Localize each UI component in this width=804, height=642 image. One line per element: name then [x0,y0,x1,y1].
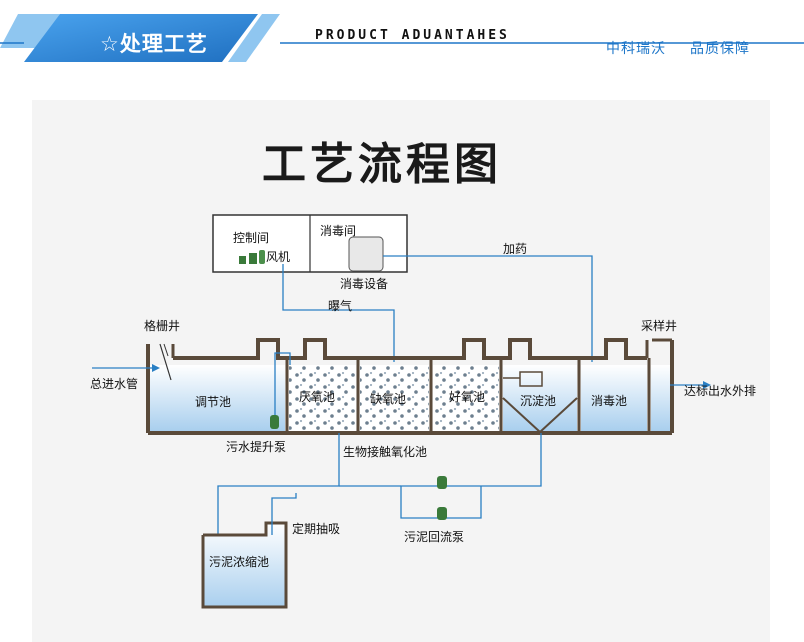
dosing-label: 加药 [503,242,528,256]
star-outline-icon: ☆ [100,32,120,56]
sludge-thickener-tank [201,521,288,609]
influent-arrow-icon [152,364,160,372]
sludge-line [217,433,340,535]
disinfection-room-label: 消毒间 [320,224,357,238]
effluent-arrow-icon [703,381,711,389]
disinfection-tank-label: 消毒池 [591,394,628,408]
sampling-well-label: 采样井 [641,319,678,333]
main-tank [146,338,674,435]
sludge-return-line [400,433,542,519]
disinfection-equipment-label: 消毒设备 [340,277,389,291]
aeration-label: 曝气 [328,299,353,313]
screen-well-label: 格栅井 [144,319,181,333]
periodic-pumping-label: 定期抽吸 [292,522,341,536]
aerobic-tank [433,365,499,431]
disinfection-tank [581,365,647,431]
blower-icon [239,250,265,264]
anaerobic-tank-label: 厌氧池 [299,390,336,404]
anoxic-tank [360,365,429,431]
lift-pump-label: 污水提升泵 [226,440,287,454]
aerobic-tank-label: 好氧池 [449,390,486,404]
sludge-return-pump-label: 污泥回流泵 [404,530,465,544]
periodic-pumping-line [271,493,297,535]
advantages-caption: PRODUCT ADUANTAHES [315,28,510,43]
equalization-tank [150,365,285,431]
equalization-tank-label: 调节池 [195,395,232,409]
brand-name: 中科瑞沃 [606,41,666,57]
effluent-label: 达标出水外排 [684,384,757,398]
control-room-label: 控制间 [233,231,270,245]
section-title: ☆处理工艺 [100,32,208,56]
anoxic-tank-label: 缺氧池 [370,392,407,406]
lift-pump-icon [270,415,279,429]
anaerobic-tank [289,365,356,431]
header-banner [0,14,804,62]
screen-bar [159,343,172,381]
sedimentation-tank [503,365,577,431]
banner-deco-right [228,14,280,62]
blower-label: 风机 [266,250,291,264]
disinfection-equipment-box [348,236,384,272]
sedimentation-tank-label: 沉淀池 [520,394,557,408]
sludge-thickener-label: 污泥浓缩池 [209,555,270,569]
slogan: 品质保障 [690,41,750,57]
banner-ribbon [24,14,258,62]
biocontact-label: 生物接触氧化池 [343,445,428,459]
sampling-chamber [651,365,670,431]
sludge-return-pump-icon [437,476,447,520]
diagram-title: 工艺流程图 [262,139,502,190]
influent-label: 总进水管 [90,377,139,391]
